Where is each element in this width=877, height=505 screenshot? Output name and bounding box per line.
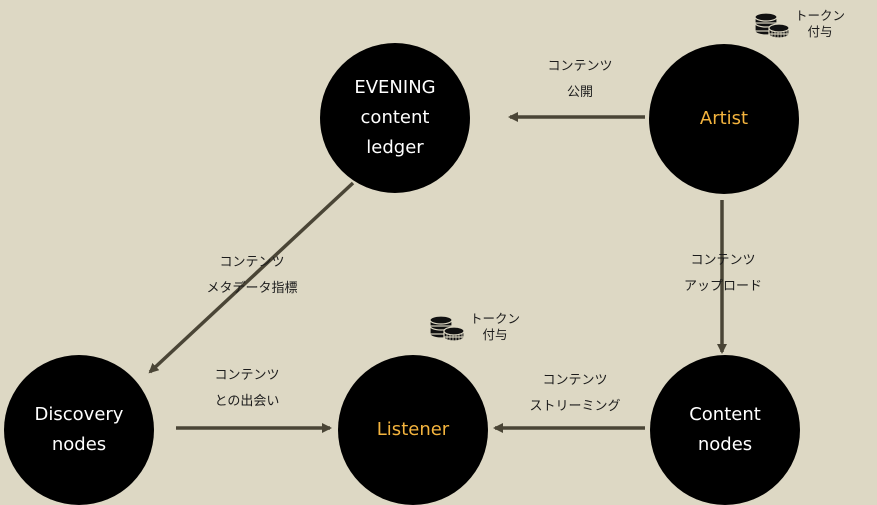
coins-icon <box>754 12 790 39</box>
node-label-line: Discovery <box>34 404 124 425</box>
reward-text-line: 付与 <box>482 327 508 342</box>
node-label-line: content <box>360 107 430 128</box>
edge-label-line: コンテンツ <box>219 255 285 270</box>
node-label-line: Artist <box>699 108 749 129</box>
node-label-line: EVENING <box>354 77 436 98</box>
edge-label-metadata: コンテンツ メタデータ指標 <box>182 250 322 302</box>
reward-text: トークン 付与 <box>795 8 845 40</box>
node-listener: Listener <box>338 355 488 505</box>
edge-label-upload: コンテンツ アップロード <box>668 248 778 300</box>
edge-label-line: ストリーミング <box>529 399 621 414</box>
edge-label-line: コンテンツ <box>547 59 613 74</box>
edge-label-publish: コンテンツ 公開 <box>520 54 640 106</box>
node-label-line: Listener <box>376 419 450 440</box>
edge-label-line: コンテンツ <box>214 368 280 383</box>
edge-label-streaming: コンテンツ ストリーミング <box>510 368 640 420</box>
node-label-line: nodes <box>51 434 107 455</box>
edge-label-line: メタデータ指標 <box>206 281 298 296</box>
node-label-line: Content <box>689 404 761 425</box>
node-artist: Artist <box>649 44 799 194</box>
edge-label-line: 公開 <box>566 85 593 100</box>
node-discovery: Discovery nodes <box>4 355 154 505</box>
reward-text-line: トークン <box>795 8 846 23</box>
coins-icon <box>429 315 465 342</box>
token-reward-artist: トークン 付与 <box>753 8 845 40</box>
reward-text: トークン 付与 <box>470 311 520 343</box>
edge-label-line: アップロード <box>683 279 762 294</box>
edge-label-line: コンテンツ <box>690 253 756 268</box>
arrow-ledger-to-discovery <box>148 181 355 374</box>
node-label-line: nodes <box>697 434 753 455</box>
edge-label-line: コンテンツ <box>542 373 608 388</box>
token-reward-listener: トークン 付与 <box>428 311 520 343</box>
node-label-line: ledger <box>366 137 424 158</box>
edge-label-encounter: コンテンツ との出会い <box>192 363 302 415</box>
node-evening-ledger: EVENING content ledger <box>320 43 470 193</box>
node-content-nodes: Content nodes <box>650 355 800 505</box>
edge-label-line: との出会い <box>214 394 280 409</box>
reward-text-line: トークン <box>470 311 521 326</box>
reward-text-line: 付与 <box>807 24 833 39</box>
